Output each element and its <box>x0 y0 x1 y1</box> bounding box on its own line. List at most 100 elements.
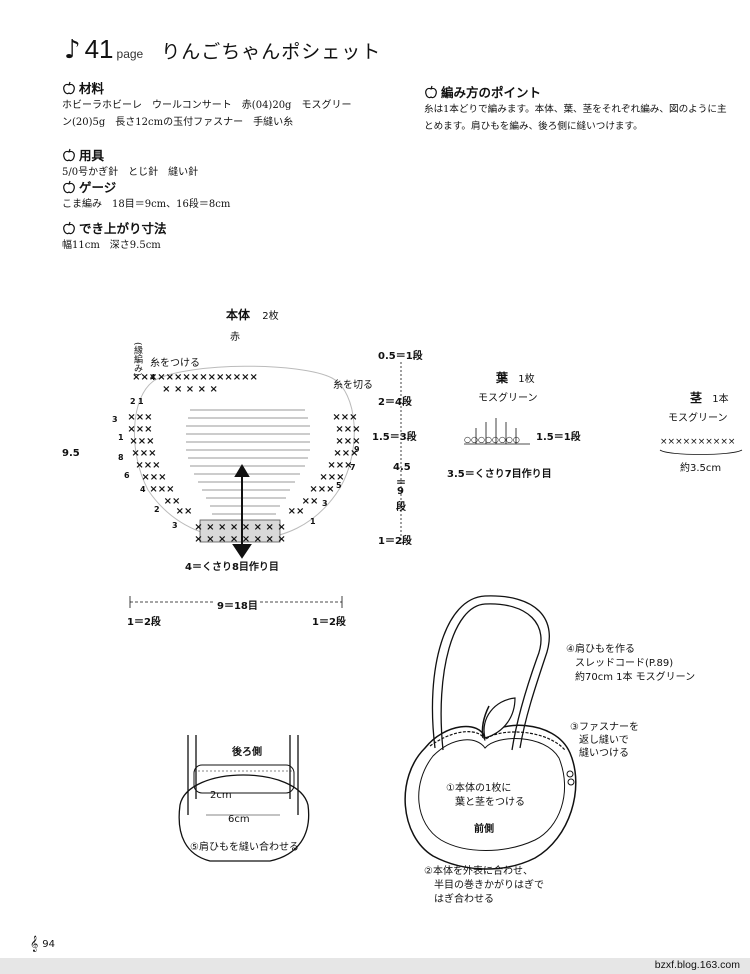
shoulder-strap <box>431 595 550 749</box>
svg-text:××: ×× <box>164 496 181 507</box>
left-edge-label: 1＝2段 <box>127 617 161 628</box>
tools-text: 5/0号かぎ針 とじ針 縫い針 <box>62 167 199 178</box>
cut-yarn-label: 糸を切る <box>333 380 373 391</box>
front-step-2a: ②本体を外表に合わせ、 <box>424 866 533 877</box>
leaf-rows: 1.5＝1段 <box>536 432 581 443</box>
points-line-1: 糸は1本どりで編みます。本体、葉、茎をそれぞれ編み、図のように主 <box>424 104 727 115</box>
svg-text:××: ×× <box>302 496 319 507</box>
width-label: 9＝18目 <box>215 597 260 612</box>
svg-text:1: 1 <box>138 397 144 406</box>
apple-icon <box>425 85 437 98</box>
leaf-title: 葉 1枚 <box>496 371 535 385</box>
svg-text:×××: ××× <box>335 424 360 435</box>
svg-text:4: 4 <box>140 485 146 494</box>
stem-color: モスグリーン <box>668 413 728 424</box>
row-equals: ＝ <box>396 478 406 489</box>
svg-text:×××: ××× <box>141 472 166 483</box>
front-step-1b: 葉と茎をつける <box>455 797 525 808</box>
apple-icon <box>63 221 75 234</box>
body-chart-color: 赤 <box>230 332 240 343</box>
music-note-icon: ♪ <box>64 35 81 65</box>
arrow-icon <box>232 464 252 559</box>
row-4.5: 4.5 <box>393 462 411 473</box>
points-heading: 編み方のポイント <box>424 82 727 101</box>
svg-text:× × × × × × × ×: × × × × × × × × <box>194 534 285 545</box>
front-step-4a: ④肩ひもを作る <box>566 644 635 655</box>
svg-text:3: 3 <box>172 521 178 530</box>
svg-text:×××: ××× <box>319 472 344 483</box>
front-step-4b: スレッドコード(P.89) <box>575 658 674 669</box>
svg-text:×××: ××× <box>131 448 156 459</box>
zipper-line <box>429 731 566 751</box>
apple-icon <box>63 81 75 94</box>
svg-text:9: 9 <box>354 445 360 454</box>
page-number: 41 <box>84 34 114 64</box>
svg-text:×××: ××× <box>127 412 152 423</box>
svg-text:×××: ××× <box>335 436 360 447</box>
tools-heading: 用具 <box>62 145 198 164</box>
page-title: りんごちゃんポシェット <box>161 41 382 63</box>
svg-text:4: 4 <box>150 373 156 382</box>
right-edge-label: 1＝2段 <box>312 617 346 628</box>
front-step-1a: ①本体の1枚に <box>446 783 512 794</box>
svg-text:1: 1 <box>310 517 316 526</box>
svg-text:×××: ××× <box>127 424 152 435</box>
row-0.5: 0.5＝1段 <box>378 351 423 362</box>
points-section: 編み方のポイント 糸は1本どりで編みます。本体、葉、茎をそれぞれ編み、図のように… <box>424 82 727 135</box>
finished-text: 幅11cm 深さ9.5cm <box>62 240 161 251</box>
svg-text:6: 6 <box>124 471 130 480</box>
attach-yarn-label: 糸をつける <box>150 358 200 369</box>
stem-chart: ×××××××××× <box>659 437 743 455</box>
row-1.5: 1.5＝3段 <box>372 432 417 443</box>
svg-text:×××: ××× <box>135 460 160 471</box>
back-dim-6cm: 6cm <box>228 814 250 825</box>
leaf-base: 3.5＝くさり7目作り目 <box>447 469 552 480</box>
leaf-shape <box>483 697 516 739</box>
tools-section: 用具 5/0号かぎ針 とじ針 縫い針 <box>62 145 198 181</box>
svg-text:× × × × ×: × × × × × <box>162 384 218 395</box>
svg-text:8: 8 <box>118 453 124 462</box>
front-step-2b: 半目の巻きかがりはぎで <box>434 880 544 891</box>
apple-icon <box>63 148 75 161</box>
center-chain-rows <box>186 409 310 515</box>
footer-bar <box>0 958 750 974</box>
stem-title: 茎 1本 <box>690 391 729 405</box>
row-9: 9 <box>397 486 404 497</box>
back-step-5: ⑤肩ひもを縫い合わせる <box>190 842 299 853</box>
svg-text:× × × × × × × ×: × × × × × × × × <box>194 522 285 533</box>
svg-text:7: 7 <box>350 463 356 472</box>
svg-text:×××: ××× <box>129 436 154 447</box>
materials-line-1: ホビーラホビーレ ウールコンサート 赤(04)20g モスグリー <box>62 100 352 111</box>
leaf-color: モスグリーン <box>478 393 538 404</box>
front-step-3b: 返し縫いで <box>579 735 629 746</box>
finished-heading: でき上がり寸法 <box>62 218 167 237</box>
row-dan: 段 <box>396 502 406 513</box>
footer-url: bzxf.blog.163.com <box>654 959 740 971</box>
svg-text:××××××××××: ×××××××××× <box>660 437 735 447</box>
body-chart-title: 本体 2枚 <box>226 308 279 322</box>
apple-icon <box>63 180 75 193</box>
svg-text:1: 1 <box>118 433 124 442</box>
svg-text:×××: ××× <box>332 412 357 423</box>
svg-text:×××: ××× <box>149 484 174 495</box>
points-line-2: とめます。肩ひもを編み、後ろ側に縫いつけます。 <box>424 121 643 132</box>
page-header: ♪ 41 page りんごちゃんポシェット <box>64 34 381 64</box>
svg-text:2: 2 <box>130 397 136 406</box>
svg-text:××: ×× <box>288 506 305 517</box>
body-stitch-chart: ××××××××××××××× × × × × × ××××××××× ××××… <box>112 365 361 559</box>
treble-clef-icon: 𝄞 <box>30 936 39 952</box>
materials-section: 材料 ホビーラホビーレ ウールコンサート 赤(04)20g モスグリー ン(20… <box>62 78 351 131</box>
front-title: 前側 <box>474 824 494 835</box>
front-step-2c: はぎ合わせる <box>434 894 494 905</box>
front-view-diagram <box>404 595 577 870</box>
svg-text:3: 3 <box>322 499 328 508</box>
svg-text:×××: ××× <box>327 460 352 471</box>
back-view-diagram <box>178 735 310 862</box>
svg-text:○○○○○○○○: ○○○○○○○○ <box>464 435 520 444</box>
row-1: 1＝2段 <box>378 536 412 547</box>
gauge-section: ゲージ こま編み 18目＝9cm、16段＝8cm <box>62 177 230 213</box>
materials-line-2: ン(20)5g 長さ12cmの玉付ファスナー 手縫い糸 <box>62 117 294 128</box>
svg-text:×××: ××× <box>333 448 358 459</box>
stem-length: 約3.5cm <box>680 463 722 474</box>
